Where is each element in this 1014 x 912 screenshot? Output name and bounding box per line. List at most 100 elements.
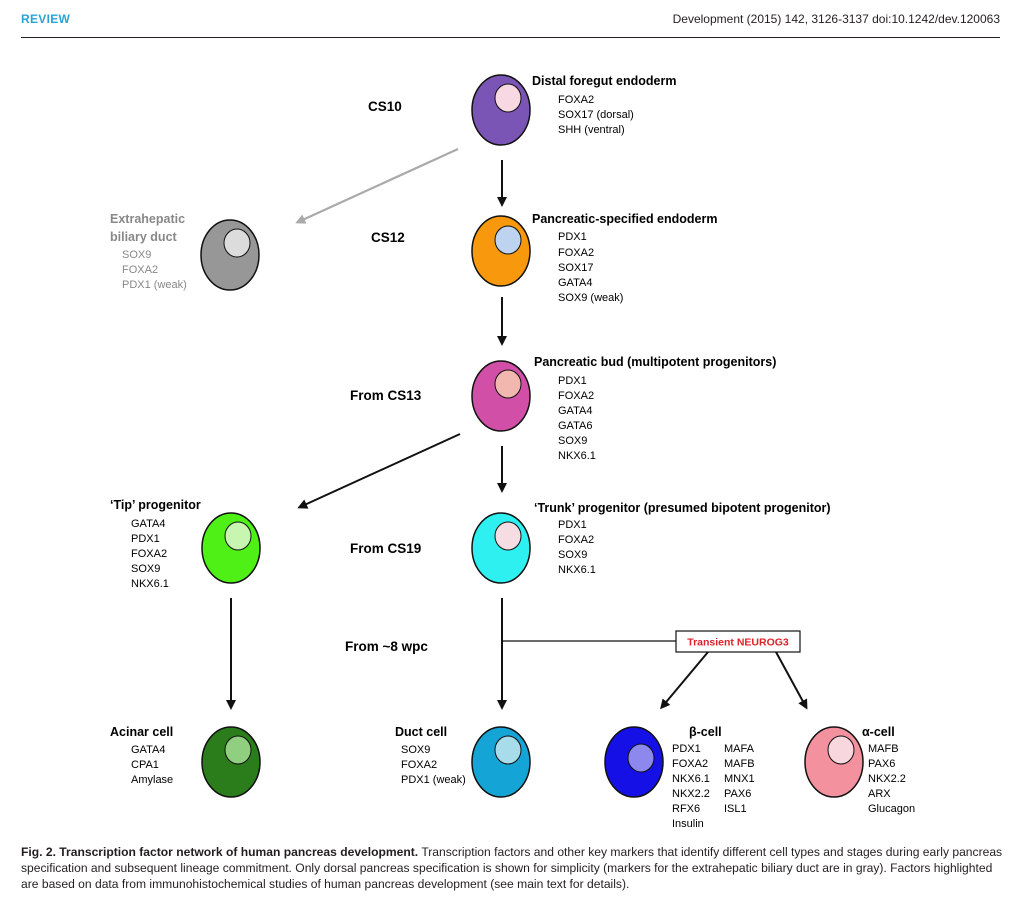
arrow-foregut-to-biliary <box>295 147 459 224</box>
marker: GATA6 <box>558 420 592 432</box>
arrow-neurog3-to-alpha <box>775 651 808 710</box>
marker: GATA4 <box>131 744 165 756</box>
marker-list-beta-col2: MAFA MAFB MNX1 PAX6 ISL1 <box>724 743 758 815</box>
cell-tip-progenitor <box>201 512 261 584</box>
marker: SOX9 <box>558 435 587 447</box>
marker: CPA1 <box>131 759 159 771</box>
marker: MAFB <box>868 743 899 755</box>
cell-nucleus <box>224 521 252 551</box>
cell-extrahepatic-biliary-duct <box>200 219 260 291</box>
marker: Glucagon <box>868 803 915 815</box>
marker: SOX9 <box>131 563 160 575</box>
marker: PDX1 <box>558 231 587 243</box>
marker: GATA4 <box>558 277 592 289</box>
marker-list-tip: GATA4 PDX1 FOXA2 SOX9 NKX6.1 <box>131 518 170 590</box>
marker: MNX1 <box>724 773 755 785</box>
marker: MAFA <box>724 743 755 755</box>
marker: FOXA2 <box>122 264 158 276</box>
cell-title-duct: Duct cell <box>395 725 447 739</box>
cell-duct <box>471 726 531 798</box>
cell-nucleus <box>224 735 252 765</box>
cell-beta <box>604 726 664 798</box>
marker-list-distal-foregut: FOXA2 SOX17 (dorsal) SHH (ventral) <box>558 94 637 136</box>
cell-title-extrahepatic-line2: biliary duct <box>110 230 178 244</box>
marker: Amylase <box>131 774 173 786</box>
cell-title-tip: ‘Tip’ progenitor <box>110 498 201 512</box>
marker: RFX6 <box>672 803 700 815</box>
marker-list-duct: SOX9 FOXA2 PDX1 (weak) <box>401 744 466 786</box>
marker: PDX1 <box>672 743 701 755</box>
caption-text: Transcription factors and other key mark… <box>21 845 1003 891</box>
cell-title-beta: β-cell <box>689 725 722 739</box>
marker: NKX6.1 <box>558 450 596 462</box>
marker: PDX1 <box>558 375 587 387</box>
marker-list-extrahepatic: SOX9 FOXA2 PDX1 (weak) <box>122 249 187 291</box>
marker: FOXA2 <box>131 548 167 560</box>
marker-list-acinar: GATA4 CPA1 Amylase <box>131 744 173 786</box>
marker: FOXA2 <box>672 758 708 770</box>
cell-nucleus <box>627 743 655 773</box>
neurog3-box <box>675 630 801 653</box>
header-rule <box>21 37 1000 38</box>
cell-trunk-progenitor <box>471 512 531 584</box>
marker: NKX2.2 <box>672 788 710 800</box>
marker: FOXA2 <box>401 759 437 771</box>
marker: MAFB <box>724 758 755 770</box>
arrow-bud-to-tip <box>297 433 461 509</box>
marker: SOX17 <box>558 262 593 274</box>
marker: FOXA2 <box>558 534 594 546</box>
marker: NKX6.1 <box>131 578 169 590</box>
marker: SHH (ventral) <box>558 124 625 136</box>
cell-nucleus <box>494 735 522 765</box>
marker: PAX6 <box>724 788 751 800</box>
marker: SOX9 <box>401 744 430 756</box>
marker: PDX1 <box>131 533 160 545</box>
marker: ISL1 <box>724 803 747 815</box>
cell-nucleus <box>494 521 522 551</box>
cell-nucleus <box>494 369 522 399</box>
cell-nucleus <box>494 225 522 255</box>
marker: SOX9 <box>558 549 587 561</box>
marker-list-beta-col1: PDX1 FOXA2 NKX6.1 NKX2.2 RFX6 Insulin <box>672 743 713 830</box>
marker: FOXA2 <box>558 390 594 402</box>
stage-label-cs13: From CS13 <box>350 388 422 403</box>
marker: FOXA2 <box>558 247 594 259</box>
cell-pancreatic-bud <box>471 360 531 432</box>
cell-title-alpha: α-cell <box>862 725 895 739</box>
cell-title-distal-foregut: Distal foregut endoderm <box>532 74 676 88</box>
cell-nucleus <box>494 83 522 113</box>
stage-label-cs19: From CS19 <box>350 541 421 556</box>
cell-pancreatic-specified-endoderm <box>471 215 531 287</box>
marker: SOX9 <box>122 249 151 261</box>
marker: SOX9 (weak) <box>558 292 623 304</box>
marker: NKX6.1 <box>558 564 596 576</box>
stage-label-cs12: CS12 <box>371 230 405 245</box>
marker: Insulin <box>672 818 704 830</box>
neurog3-label: Transient NEUROG3 <box>687 637 789 649</box>
marker: ARX <box>868 788 891 800</box>
journal-citation: Development (2015) 142, 3126-3137 doi:10… <box>672 12 1000 26</box>
marker: PDX1 <box>558 519 587 531</box>
cell-title-acinar: Acinar cell <box>110 725 173 739</box>
marker: PDX1 (weak) <box>401 774 466 786</box>
cell-alpha <box>804 726 864 798</box>
pancreas-development-diagram: CS10 CS12 From CS13 From CS19 From ~8 wp… <box>110 74 915 830</box>
cell-title-pancreatic-bud: Pancreatic bud (multipotent progenitors) <box>534 355 776 369</box>
cell-title-trunk: ‘Trunk’ progenitor (presumed bipotent pr… <box>534 501 831 515</box>
marker: SOX17 (dorsal) <box>558 109 634 121</box>
marker: PDX1 (weak) <box>122 279 187 291</box>
marker-list-pancreatic-specified: PDX1 FOXA2 SOX17 GATA4 SOX9 (weak) <box>558 231 623 304</box>
caption-title: Fig. 2. Transcription factor network of … <box>21 845 419 859</box>
marker: PAX6 <box>868 758 895 770</box>
marker-list-trunk: PDX1 FOXA2 SOX9 NKX6.1 <box>558 519 597 576</box>
figure-caption: Fig. 2. Transcription factor network of … <box>21 844 1006 892</box>
arrow-neurog3-to-beta <box>660 651 709 710</box>
section-label: REVIEW <box>21 12 71 26</box>
marker-list-alpha: MAFB PAX6 NKX2.2 ARX Glucagon <box>868 743 915 815</box>
marker-list-pancreatic-bud: PDX1 FOXA2 GATA4 GATA6 SOX9 NKX6.1 <box>558 375 597 462</box>
cell-acinar <box>201 726 261 798</box>
stage-label-cs10: CS10 <box>368 99 402 114</box>
cell-nucleus <box>223 228 251 258</box>
marker: GATA4 <box>131 518 165 530</box>
cell-distal-foregut-endoderm <box>471 74 531 146</box>
